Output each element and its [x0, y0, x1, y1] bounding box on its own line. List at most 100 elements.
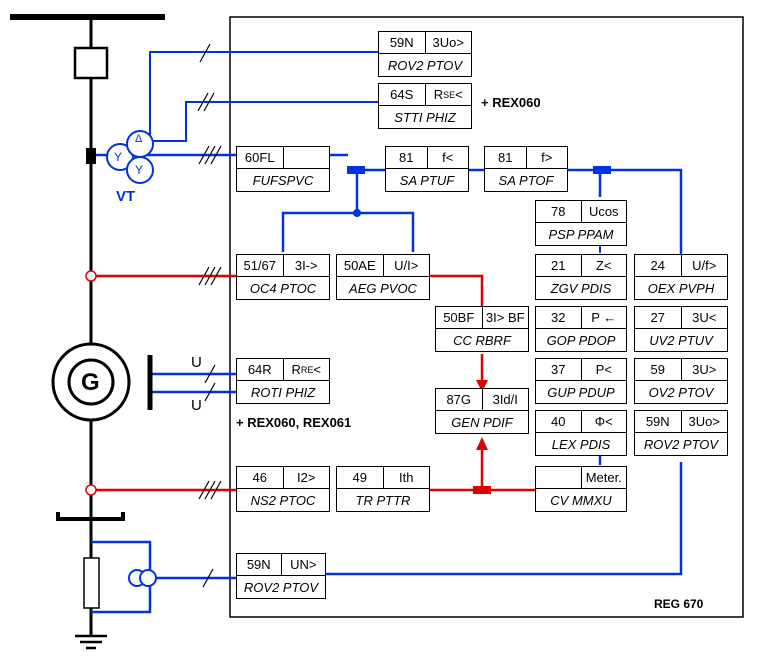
block-symbol: f>: [541, 150, 553, 165]
block-symbol: Ucos: [588, 204, 619, 219]
block-name: FUFSPVC: [252, 172, 314, 188]
block-name: SA PTOF: [498, 172, 554, 188]
wye-label-1: Y: [114, 150, 123, 164]
block-code: 59: [635, 359, 682, 380]
ied-frame: [229, 16, 744, 618]
block-name: ROV2 PTOV: [643, 436, 719, 452]
block-symbol: P ←: [591, 310, 617, 325]
block-symbol: 3Id/I: [492, 392, 518, 407]
vt-winding-3: [126, 156, 154, 184]
block-code: 81: [386, 147, 428, 168]
block-code: 59N: [635, 411, 682, 432]
block-code: 21: [536, 255, 582, 276]
block-code: 51/67: [237, 255, 284, 276]
block-code: 46: [237, 467, 284, 488]
block-cv-mmxu: Meter. CV MMXU: [535, 466, 627, 512]
block-code: 32: [536, 307, 582, 328]
neutral-ct-2: [139, 569, 157, 587]
junction-blue-2: [593, 166, 611, 174]
block-symbol: Meter.: [585, 470, 622, 485]
block-code: 37: [536, 359, 582, 380]
block-ns2-ptoc: 46 I2> NS2 PTOC: [236, 466, 330, 512]
block-name: CC RBRF: [453, 332, 511, 348]
block-name: GEN PDIF: [451, 414, 513, 430]
rex060-rex061-label: + REX060, REX061: [236, 415, 352, 430]
block-symbol: U/f>: [692, 258, 717, 273]
block-name: ROV2 PTOV: [243, 579, 319, 595]
block-symbol: 3Uo>: [688, 414, 720, 429]
block-code: 40: [536, 411, 582, 432]
block-sa-ptuf: 81 f< SA PTUF: [385, 146, 469, 192]
block-fufspvc: 60FL FUFSPVC: [236, 146, 330, 192]
block-gop-pdop: 32 P ← GOP PDOP: [535, 306, 627, 352]
u-label-lower: U: [191, 397, 202, 414]
block-symbol: 3U>: [692, 362, 717, 377]
block-code: 50BF: [436, 307, 483, 328]
block-code: 64S: [379, 84, 426, 105]
block-gup-pdup: 37 P< GUP PDUP: [535, 358, 627, 404]
block-code: 49: [337, 467, 384, 488]
block-rov2-ptov-mid: 59N 3Uo> ROV2 PTOV: [634, 410, 728, 456]
block-oex-pvph: 24 U/f> OEX PVPH: [634, 254, 728, 300]
u-label-upper: U: [191, 354, 202, 371]
delta-icon: Δ: [135, 133, 143, 145]
block-name: OEX PVPH: [647, 280, 715, 296]
vt-winding-1: [106, 143, 134, 171]
block-rov2-ptov-bottom: 59N UN> ROV2 PTOV: [236, 553, 326, 599]
block-symbol: P<: [595, 362, 612, 377]
block-symbol: 3U<: [692, 310, 717, 325]
block-name: GOP PDOP: [546, 332, 616, 348]
block-lex-pdis: 40 Φ< LEX PDIS: [535, 410, 627, 456]
block-name: ROV2 PTOV: [387, 57, 463, 73]
circuit-breaker: [73, 46, 109, 80]
block-symbol: f<: [442, 150, 454, 165]
ied-label: REG 670: [654, 597, 704, 611]
block-tr-pttr: 49 Ith TR PTTR: [336, 466, 430, 512]
block-name: LEX PDIS: [551, 436, 611, 452]
neutral-resistor: [83, 557, 100, 609]
block-symbol: Z<: [595, 258, 612, 273]
star-point: [56, 512, 125, 521]
block-name: AEG PVOC: [349, 280, 417, 296]
block-code: 24: [635, 255, 682, 276]
block-rov2-ptov-top: 59N 3Uo> ROV2 PTOV: [378, 31, 472, 77]
block-code: 59N: [379, 32, 426, 53]
block-symbol: 3I> BF: [485, 310, 525, 325]
block-name: STTI PHIZ: [394, 109, 456, 125]
block-name: TR PTTR: [355, 492, 411, 508]
rex060-label: + REX060: [481, 95, 541, 110]
block-name: UV2 PTUV: [649, 332, 713, 348]
block-name: NS2 PTOC: [250, 492, 316, 508]
block-symbol: I2>: [297, 470, 316, 485]
block-name: GUP PDUP: [547, 384, 615, 400]
junction-blue-1: [347, 166, 365, 174]
block-code: 60FL: [237, 147, 284, 168]
wye-label-2: Y: [135, 163, 144, 177]
block-code: 81: [485, 147, 527, 168]
block-symbol: 3I->: [294, 258, 318, 273]
block-symbol: [284, 147, 330, 168]
block-name: OV2 PTOV: [648, 384, 714, 400]
block-name: ROTI PHIZ: [250, 384, 316, 400]
generator-label: G: [81, 369, 100, 396]
block-sa-ptof: 81 f> SA PTOF: [484, 146, 568, 192]
block-symbol: Φ<: [594, 414, 613, 429]
block-symbol: UN>: [290, 557, 317, 572]
block-symbol: 3Uo>: [432, 35, 464, 50]
block-symbol: Ith: [399, 470, 414, 485]
block-code: 27: [635, 307, 682, 328]
block-uv2-ptuv: 27 3U< UV2 PTUV: [634, 306, 728, 352]
block-code: 59N: [237, 554, 282, 575]
block-name: SA PTUF: [399, 172, 455, 188]
block-code: 64R: [237, 359, 284, 380]
